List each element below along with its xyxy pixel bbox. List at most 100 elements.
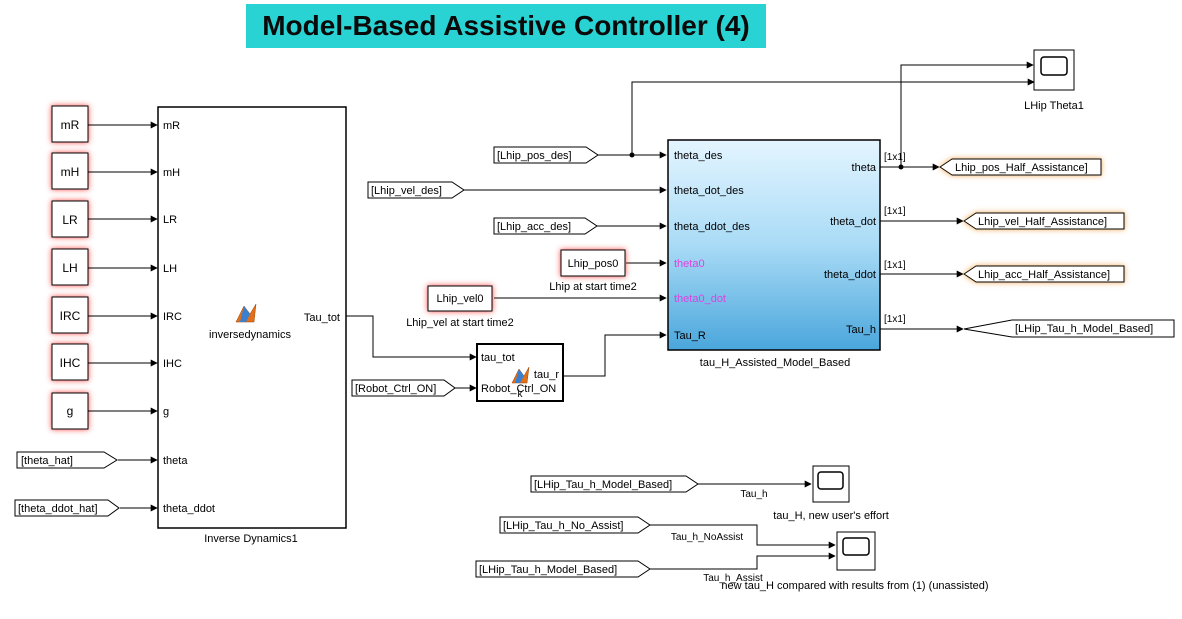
assist-output-wires <box>880 61 1035 333</box>
init-block-lhip-pos0[interactable]: Lhip_pos0 <box>560 249 626 277</box>
from-tag-label: [Robot_Ctrl_ON] <box>355 383 436 395</box>
port-label: theta_ddot <box>163 503 215 515</box>
dims-label: [1x1] <box>884 206 906 217</box>
matlab-function-icon <box>511 366 530 384</box>
block-caption: Inverse Dynamics1 <box>204 533 298 545</box>
init-block-label: Lhip_pos0 <box>568 258 619 270</box>
port-label: Robot_Ctrl_ON <box>481 383 556 395</box>
branch-point <box>629 152 635 158</box>
goto-tag-acc-half-assistance[interactable]: Lhip_acc_Half_Assistance] <box>963 265 1125 283</box>
port-label: mH <box>163 167 180 179</box>
goto-tag-label: Lhip_acc_Half_Assistance] <box>978 269 1110 281</box>
tau-h-assisted-block[interactable]: theta_des theta_dot_des theta_ddot_des t… <box>667 139 881 351</box>
goto-tag-label: Lhip_vel_Half_Assistance] <box>978 216 1107 228</box>
goto-tag-tau-model-based[interactable]: [LHip_Tau_h_Model_Based] <box>963 319 1175 338</box>
from-tag-lhip-acc-des[interactable]: [Lhip_acc_des] <box>493 217 598 235</box>
from-tag-theta-ddot-hat[interactable]: [theta_ddot_hat] <box>14 499 120 517</box>
goto-tag-label: [LHip_Tau_h_Model_Based] <box>1015 323 1153 335</box>
dims-label: [1x1] <box>884 314 906 325</box>
block-caption: Lhip_vel at start time2 <box>406 317 514 329</box>
port-label: theta0_dot <box>674 293 726 305</box>
from-tag-label: [Lhip_vel_des] <box>371 185 442 197</box>
block-caption: new tau_H compared with results from (1)… <box>721 580 988 592</box>
constant-label: IHC <box>60 356 81 370</box>
port-label: LR <box>163 214 177 226</box>
signal-label: Tau_h_Assist <box>703 573 763 584</box>
scope-lhip-theta[interactable] <box>1033 49 1075 91</box>
block-caption: tau_H_Assisted_Model_Based <box>700 357 850 369</box>
branch-point <box>898 164 904 170</box>
constant-label: g <box>67 404 74 418</box>
from-tag-label: [theta_ddot_hat] <box>18 503 98 515</box>
init-block-label: Lhip_vel0 <box>436 293 483 305</box>
from-tag-label: [LHip_Tau_h_Model_Based] <box>534 479 672 491</box>
from-tag-lhip-vel-des[interactable]: [Lhip_vel_des] <box>367 181 465 199</box>
constant-block-mR[interactable]: mR <box>51 105 89 143</box>
constant-label: LR <box>62 213 78 227</box>
scope-compare[interactable] <box>836 531 876 571</box>
constant-block-LH[interactable]: LH <box>51 248 89 286</box>
from-tag-lhip-pos-des[interactable]: [Lhip_pos_des] <box>493 146 599 164</box>
port-label: theta <box>163 455 188 467</box>
from-tag-label: [Lhip_pos_des] <box>497 150 572 162</box>
port-label: g <box>163 406 169 418</box>
goto-tag-vel-half-assistance[interactable]: Lhip_vel_Half_Assistance] <box>963 212 1125 230</box>
robot-torque-block[interactable]: tau_tot Robot_Ctrl_ON tau_r k <box>476 343 564 402</box>
port-label: IRC <box>163 311 182 323</box>
port-label: IHC <box>163 358 182 370</box>
scope-icon <box>1040 56 1068 76</box>
input-wires <box>88 121 158 512</box>
from-tag-label: [LHip_Tau_h_No_Assist] <box>503 520 623 532</box>
block-caption: Lhip at start time2 <box>549 281 636 293</box>
port-label: LH <box>163 263 177 275</box>
constant-block-IRC[interactable]: IRC <box>51 296 89 334</box>
tau-tot-wire <box>346 315 477 361</box>
port-label: theta_ddot_des <box>674 221 750 233</box>
constant-label: mH <box>61 165 80 179</box>
scope-tau-h[interactable] <box>812 465 850 503</box>
constant-label: IRC <box>60 309 81 323</box>
init-block-lhip-vel0[interactable]: Lhip_vel0 <box>427 285 493 312</box>
port-label: tau_tot <box>481 352 515 364</box>
from-tag-theta-hat[interactable]: [theta_hat] <box>16 451 118 469</box>
matlab-function-icon <box>235 303 257 323</box>
from-tag-robot-ctrl-on[interactable]: [Robot_Ctrl_ON] <box>351 379 456 397</box>
goto-tag-label: Lhip_pos_Half_Assistance] <box>955 162 1088 174</box>
from-tag-tau-no-assist[interactable]: [LHip_Tau_h_No_Assist] <box>499 516 651 534</box>
from-tag-label: [LHip_Tau_h_Model_Based] <box>479 564 617 576</box>
block-caption: LHip Theta1 <box>1024 100 1084 112</box>
from-tag-tau-model-based-2[interactable]: [LHip_Tau_h_Model_Based] <box>475 560 651 578</box>
inverse-dynamics-block[interactable]: mR mH LR LH IRC IHC g theta theta_ddot T… <box>157 106 347 529</box>
port-label: Tau_tot <box>304 312 340 324</box>
port-label: tau_r <box>534 369 559 381</box>
port-label: theta_dot_des <box>674 185 744 197</box>
port-label: theta_dot <box>830 216 876 228</box>
block-caption: tau_H, new user's effort <box>773 510 889 522</box>
compare-wires <box>650 524 836 570</box>
goto-tag-pos-half-assistance[interactable]: Lhip_pos_Half_Assistance] <box>939 158 1102 176</box>
tau-r-wire <box>563 331 667 377</box>
from-tag-tau-model-based-1[interactable]: [LHip_Tau_h_Model_Based] <box>530 475 699 493</box>
dims-label: [1x1] <box>884 152 906 163</box>
diagram-title: Model-Based Assistive Controller (4) <box>246 4 766 48</box>
from-tag-label: [Lhip_acc_des] <box>497 221 571 233</box>
constant-block-LR[interactable]: LR <box>51 200 89 238</box>
port-label: theta_ddot <box>824 269 876 281</box>
from-tag-label: [theta_hat] <box>21 455 73 467</box>
constant-block-mH[interactable]: mH <box>51 152 89 190</box>
signal-label: Tau_h <box>740 489 767 500</box>
constant-label: mR <box>61 118 80 132</box>
function-name: inversedynamics <box>209 329 291 341</box>
constant-label: LH <box>62 261 77 275</box>
signal-label: Tau_h_NoAssist <box>671 532 743 543</box>
constant-block-IHC[interactable]: IHC <box>51 343 89 381</box>
port-label: theta <box>852 162 877 174</box>
constant-block-g[interactable]: g <box>51 392 89 430</box>
port-label: mR <box>163 120 180 132</box>
port-label: theta0 <box>674 258 705 270</box>
port-label: Tau_R <box>674 330 706 342</box>
port-label: theta_des <box>674 150 723 162</box>
function-name: k <box>518 389 524 400</box>
dims-label: [1x1] <box>884 260 906 271</box>
